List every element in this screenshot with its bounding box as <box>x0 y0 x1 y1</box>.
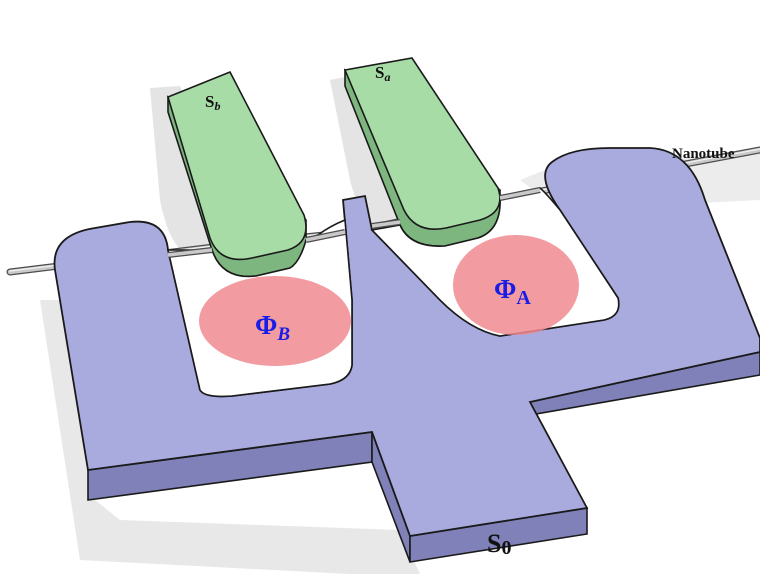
loop-b <box>166 218 353 398</box>
flux-region-a <box>453 235 579 335</box>
lead-s-0-label-sub: 0 <box>501 537 511 559</box>
flux-a-label: ΦA <box>494 274 531 309</box>
lead-s-b-label-sub: b <box>214 99 220 113</box>
flux-b-label: ΦB <box>255 310 290 345</box>
lead-s-a-label: Sa <box>375 63 390 84</box>
flux-a-label-base: Φ <box>494 274 516 304</box>
nanotube-label: Nanotube <box>672 146 735 162</box>
lead-s-a-label-sub: a <box>384 70 390 84</box>
flux-a-label-sub: A <box>516 287 531 309</box>
flux-b-label-base: Φ <box>255 310 277 340</box>
flux-b-label-sub: B <box>276 324 290 345</box>
loop-a <box>370 187 620 337</box>
lead-s-0-label: S0 <box>487 529 511 559</box>
lead-s-b-label: Sb <box>205 92 220 113</box>
lead-s-b-label-base: S <box>205 92 214 111</box>
nanotube-crossings <box>167 187 541 258</box>
lead-s-0-label-base: S <box>487 529 501 558</box>
flux-region-b <box>199 276 351 366</box>
lead-s-a-label-base: S <box>375 63 384 82</box>
